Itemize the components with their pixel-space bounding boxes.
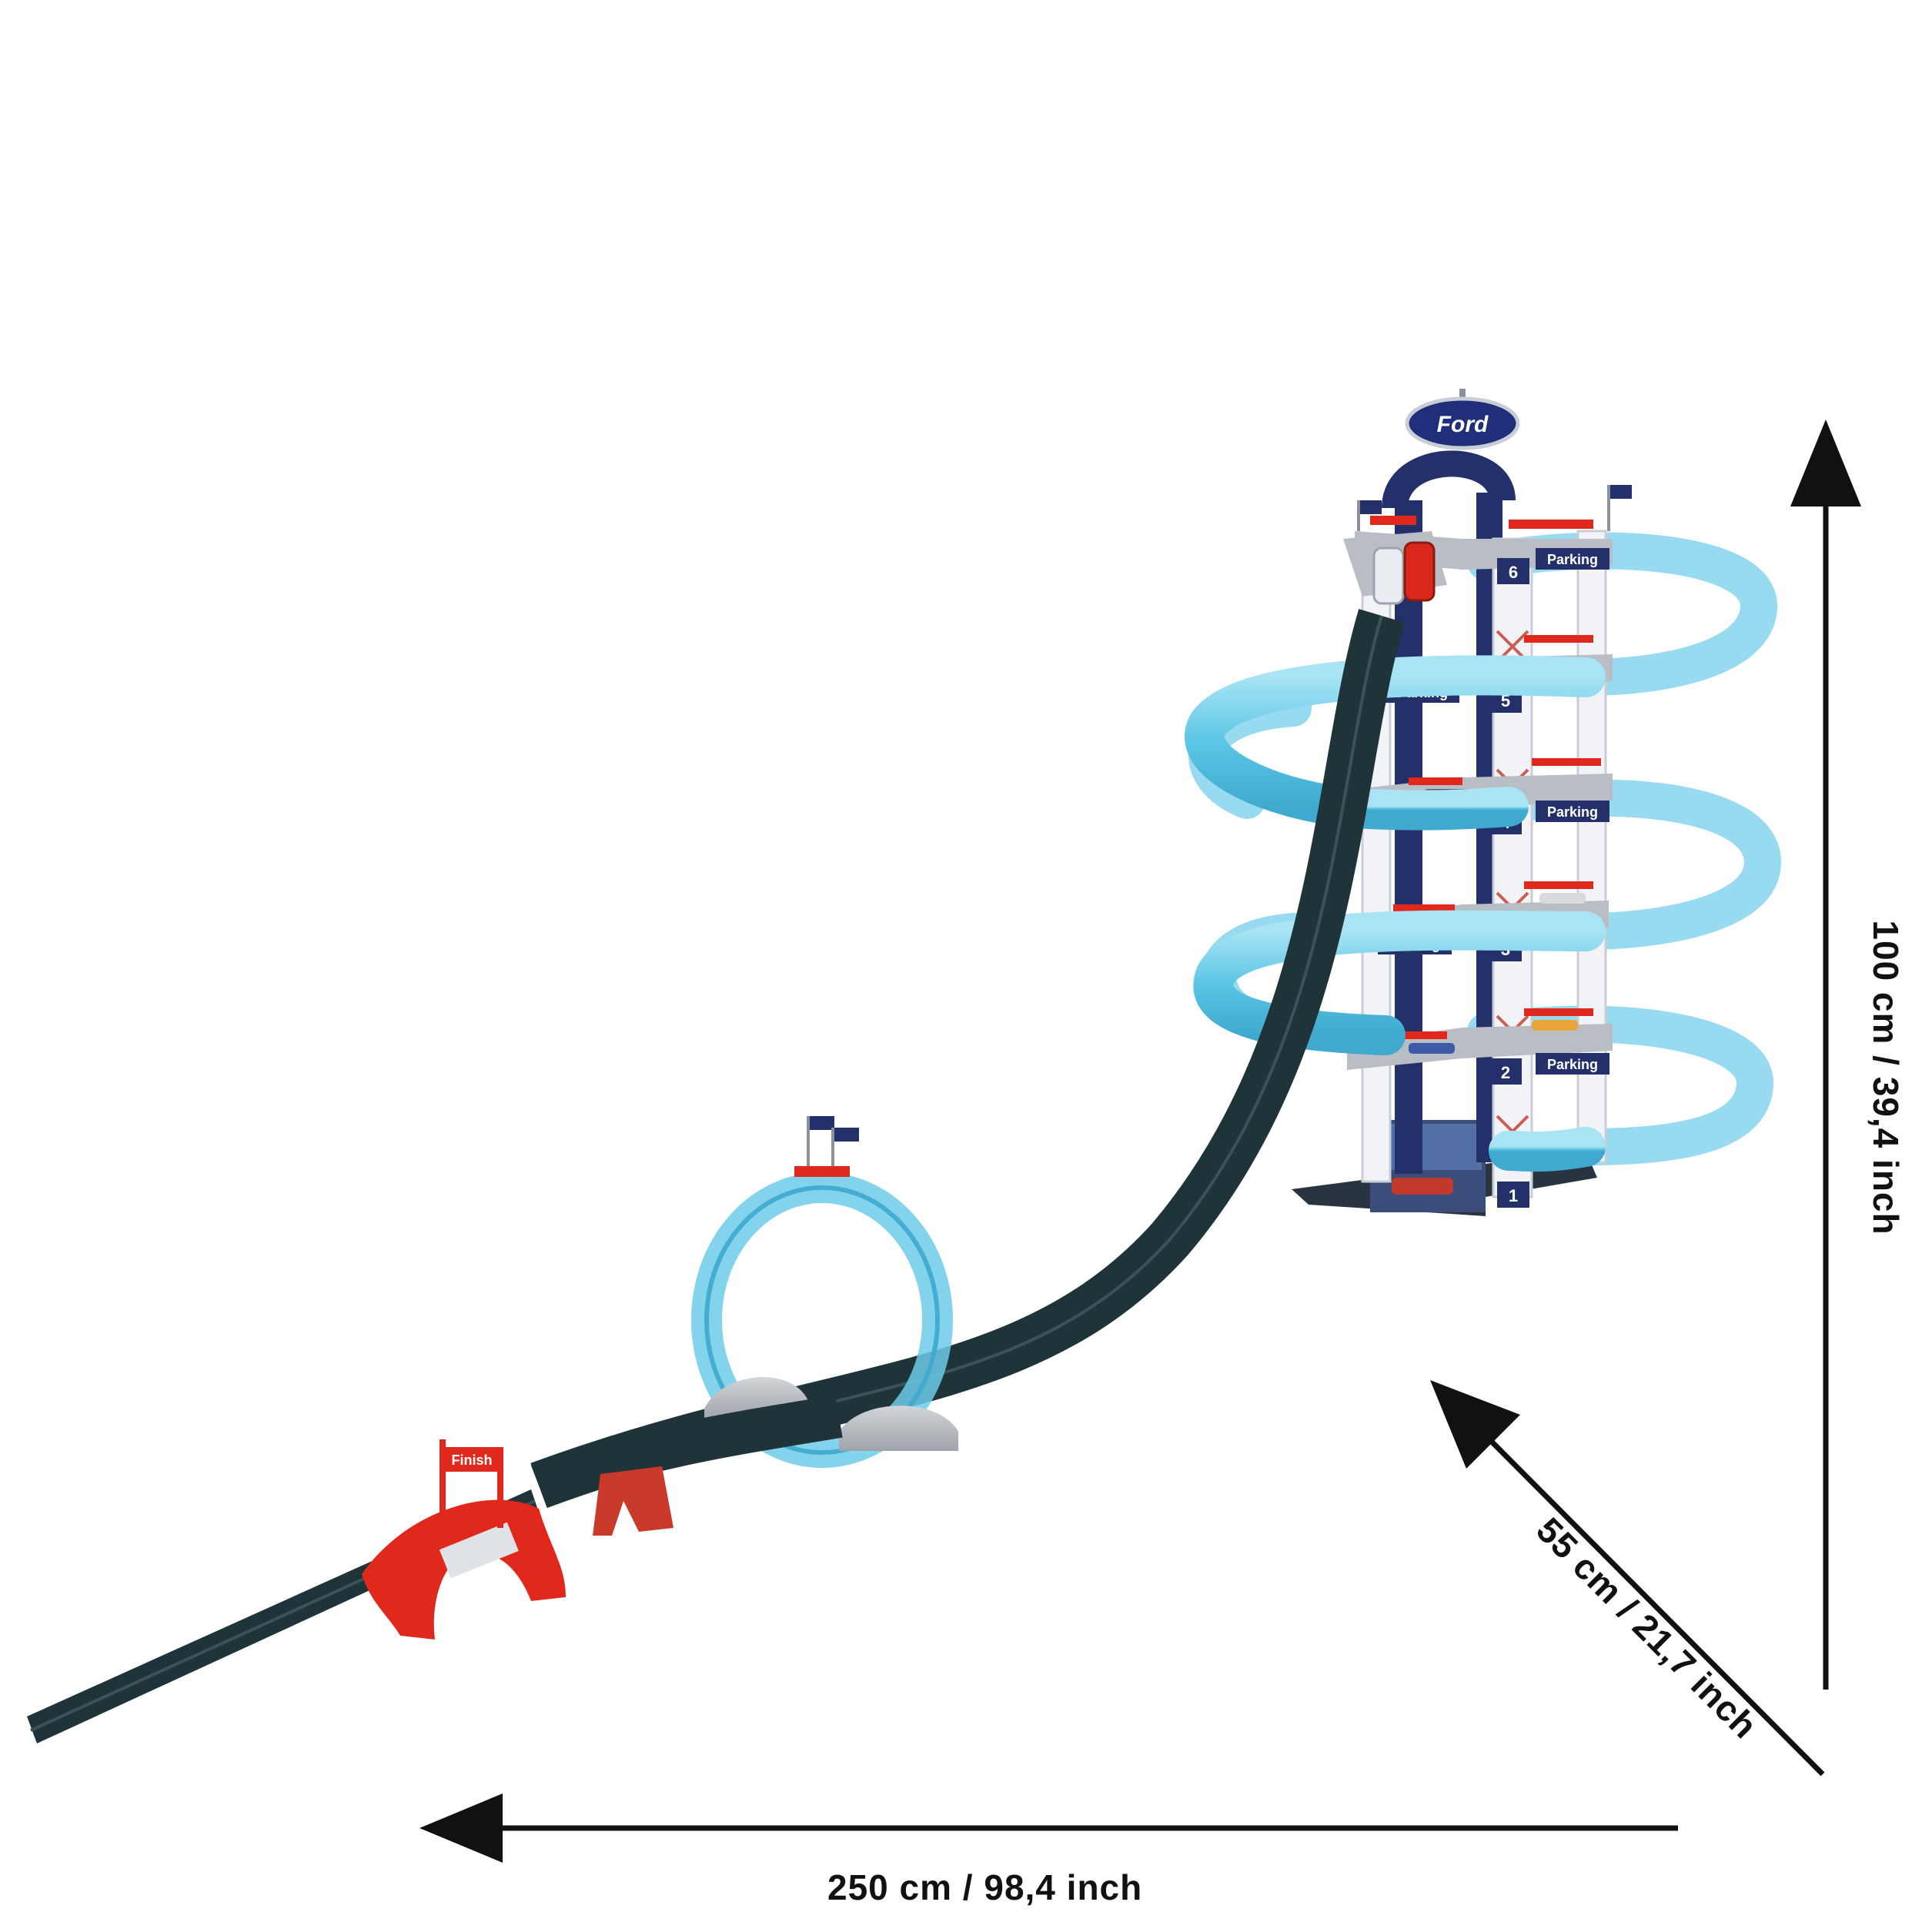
tower-flags	[1357, 485, 1632, 531]
red-railings	[1370, 516, 1601, 1039]
parking-sign-level-6: Parking	[1547, 552, 1598, 567]
parking-sign-level-2: Parking	[1547, 1057, 1598, 1072]
descent-track	[530, 609, 1405, 1509]
height-dimension-arrow	[1790, 419, 1861, 1690]
tower-arch	[1382, 450, 1516, 510]
parking-sign-level-4: Parking	[1547, 804, 1598, 820]
finish-gate: Finish	[362, 1439, 566, 1640]
loop-support-right	[839, 1406, 958, 1451]
depth-dimension-arrow	[1430, 1380, 1825, 1777]
width-dimension-label: 250 cm / 98,4 inch	[827, 1867, 1143, 1907]
white-race-car	[1372, 547, 1405, 605]
finish-banner-text: Finish	[452, 1452, 493, 1468]
height-dimension-label: 100 cm / 39,4 inch	[1866, 920, 1906, 1235]
jump-ramp-support	[593, 1466, 674, 1536]
finish-banner	[443, 1447, 500, 1472]
level-sign-6: 6	[1509, 563, 1518, 582]
ford-logo-sign: Ford	[1405, 389, 1520, 450]
level-sign-1: 1	[1509, 1186, 1518, 1205]
width-dimension-arrow	[419, 1793, 1678, 1863]
red-race-car	[1403, 541, 1436, 602]
service-car	[1392, 1178, 1453, 1195]
level-sign-5: 5	[1501, 691, 1510, 710]
ford-logo-text: Ford	[1437, 412, 1489, 437]
level-sign-2: 2	[1501, 1063, 1510, 1082]
loop-flag-holder	[794, 1166, 850, 1177]
